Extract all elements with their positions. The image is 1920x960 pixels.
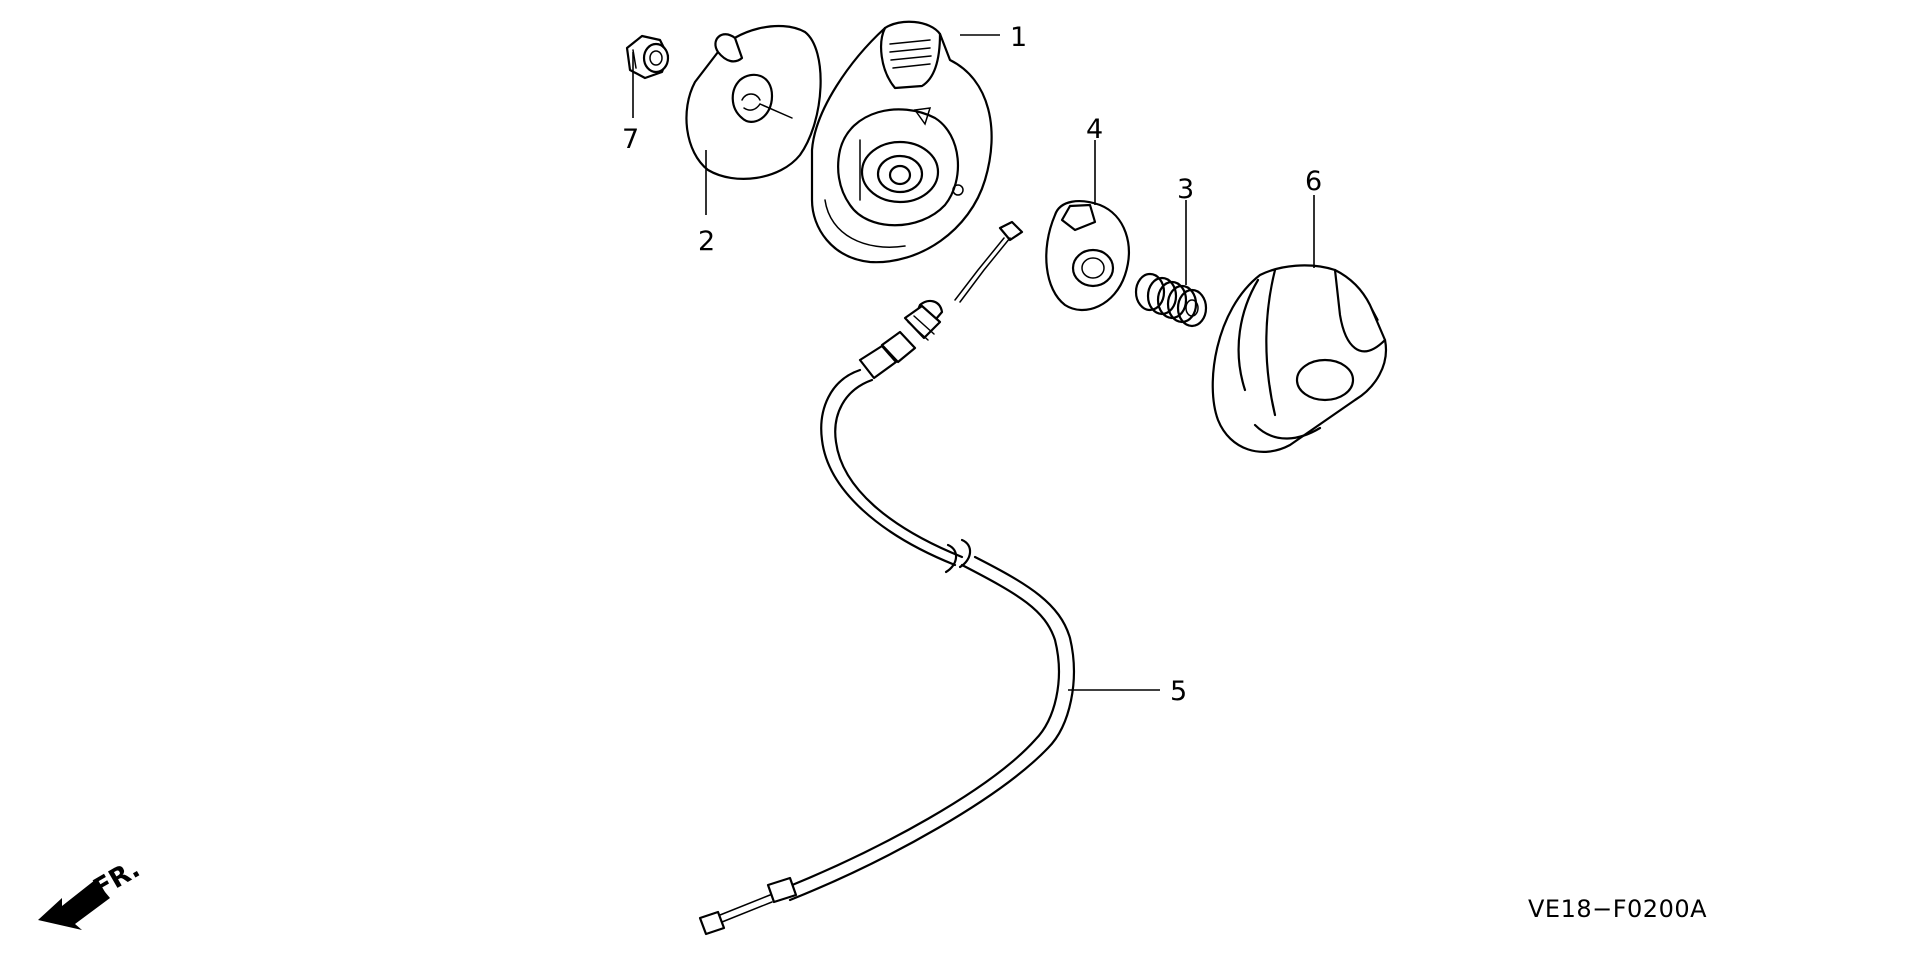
front-direction-arrow-icon bbox=[38, 880, 110, 930]
part-6-cover[interactable] bbox=[1211, 264, 1388, 453]
callout-7: 7 bbox=[622, 124, 639, 155]
part-1-throttle-housing[interactable] bbox=[810, 20, 993, 264]
callout-3: 3 bbox=[1177, 174, 1194, 205]
diagram-code: VE18−F0200A bbox=[1528, 895, 1707, 923]
leader-lines bbox=[632, 34, 1315, 691]
part-2-lever-plate[interactable] bbox=[685, 24, 822, 180]
callout-6: 6 bbox=[1305, 166, 1322, 197]
part-3-spring[interactable] bbox=[1134, 272, 1208, 328]
callout-1: 1 bbox=[1010, 22, 1027, 53]
part-4-lever-cam[interactable] bbox=[1045, 200, 1130, 312]
callout-2: 2 bbox=[698, 226, 715, 257]
callout-4: 4 bbox=[1086, 114, 1103, 145]
part-7-nut[interactable] bbox=[625, 34, 670, 80]
front-direction-indicator: FR. bbox=[38, 854, 145, 930]
callout-5: 5 bbox=[1170, 676, 1187, 707]
part-5-throttle-cable[interactable] bbox=[698, 220, 1075, 936]
